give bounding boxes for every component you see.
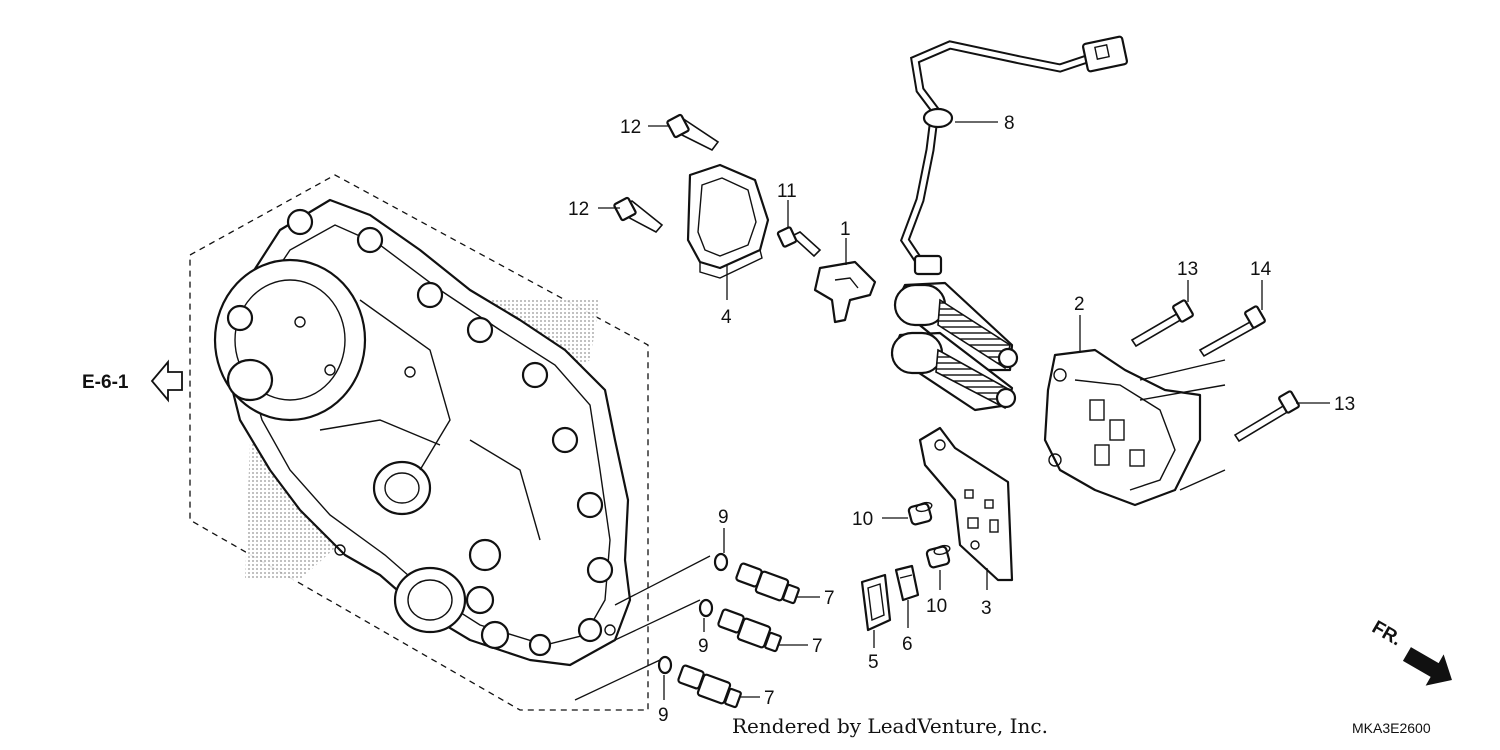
callout-9-middle[interactable]: 9 (698, 636, 709, 657)
part-9-washer-lower (657, 655, 673, 675)
part-9-washer-upper (713, 552, 729, 572)
callout-1[interactable]: 1 (840, 219, 851, 240)
crankcase-cover (213, 198, 632, 667)
left-arrow-icon (150, 359, 183, 403)
part-7-switch-middle (717, 608, 782, 653)
cover-reference-outline (189, 174, 649, 711)
part-9-washer-middle (698, 598, 714, 618)
callout-3[interactable]: 3 (981, 598, 992, 619)
arrow-right-icon (1402, 647, 1452, 686)
callout-8[interactable]: 8 (1004, 113, 1015, 134)
part-3-separator-plate (918, 426, 1014, 582)
callout-7-middle[interactable]: 7 (812, 636, 823, 657)
callout-10-lower[interactable]: 10 (926, 596, 947, 617)
part-7-switch-upper (735, 562, 800, 605)
callout-2[interactable]: 2 (1074, 294, 1085, 315)
callout-7-upper[interactable]: 7 (824, 588, 835, 609)
bolt-12-upper (666, 113, 720, 152)
callout-9-upper[interactable]: 9 (718, 507, 729, 528)
callout-9-lower[interactable]: 9 (658, 705, 669, 726)
bolt-12-lower (613, 196, 664, 234)
callout-6[interactable]: 6 (902, 634, 913, 655)
callout-13-upper[interactable]: 13 (1177, 259, 1198, 280)
bolt-13-upper (1130, 299, 1194, 348)
bolt-14 (1198, 305, 1266, 358)
render-credit: Rendered by LeadVenture, Inc. (732, 714, 1048, 738)
callout-4[interactable]: 4 (721, 307, 732, 328)
direction-label: FR. (1368, 617, 1405, 650)
part-10-dowel-upper (907, 501, 933, 526)
part-7-switch-lower (677, 664, 742, 709)
diagram-code: MKA3E2600 (1352, 720, 1431, 736)
part-1-bracket (813, 260, 877, 324)
part-6-sensor (894, 564, 920, 602)
callout-7-lower[interactable]: 7 (764, 688, 775, 709)
part-8-wire-harness (899, 35, 1129, 276)
part-2-valve-body (1043, 348, 1226, 507)
callout-11[interactable]: 11 (777, 181, 797, 202)
leader-lines (598, 121, 1330, 700)
solenoid-valves (890, 281, 1019, 412)
front-direction-indicator: FR. (1368, 617, 1452, 686)
part-10-dowel-lower (925, 544, 951, 569)
callout-12-upper[interactable]: 12 (620, 117, 641, 138)
callout-labels: 12 12 11 1 4 8 2 13 14 13 10 10 3 5 6 7 … (568, 113, 1355, 726)
part-5-gasket (860, 573, 892, 632)
bolt-11 (776, 226, 822, 258)
callout-5[interactable]: 5 (868, 652, 879, 673)
callout-13-lower[interactable]: 13 (1334, 394, 1355, 415)
bolt-13-lower (1233, 390, 1300, 443)
reference-label: E-6-1 (82, 372, 129, 393)
callout-12-lower[interactable]: 12 (568, 199, 589, 220)
callout-10-upper[interactable]: 10 (852, 509, 873, 530)
part-4-cover (686, 163, 770, 279)
reference-arrow[interactable]: E-6-1 (82, 359, 183, 403)
callout-14[interactable]: 14 (1250, 259, 1272, 280)
